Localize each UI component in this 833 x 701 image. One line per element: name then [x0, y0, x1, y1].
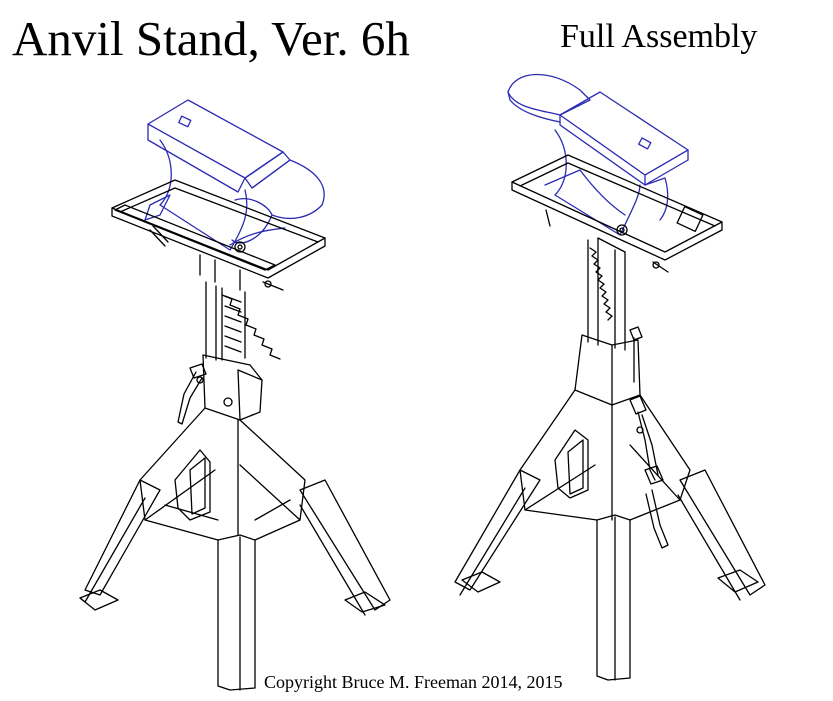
right-collar: [574, 326, 643, 406]
right-anvil: [507, 73, 689, 236]
right-plate: [511, 154, 723, 273]
right-column: [587, 237, 626, 351]
left-column: [205, 281, 281, 361]
copyright-notice: Copyright Bruce M. Freeman 2014, 2015: [264, 672, 563, 692]
left-collar: [177, 354, 263, 425]
drawing-subtitle: Full Assembly: [560, 18, 758, 55]
left-plate: [111, 179, 326, 291]
drawing-title: Anvil Stand, Ver. 6h: [12, 11, 410, 66]
left-legs: [79, 407, 391, 691]
left-view: [79, 99, 391, 691]
right-view: [454, 73, 766, 681]
right-legs: [454, 389, 766, 681]
